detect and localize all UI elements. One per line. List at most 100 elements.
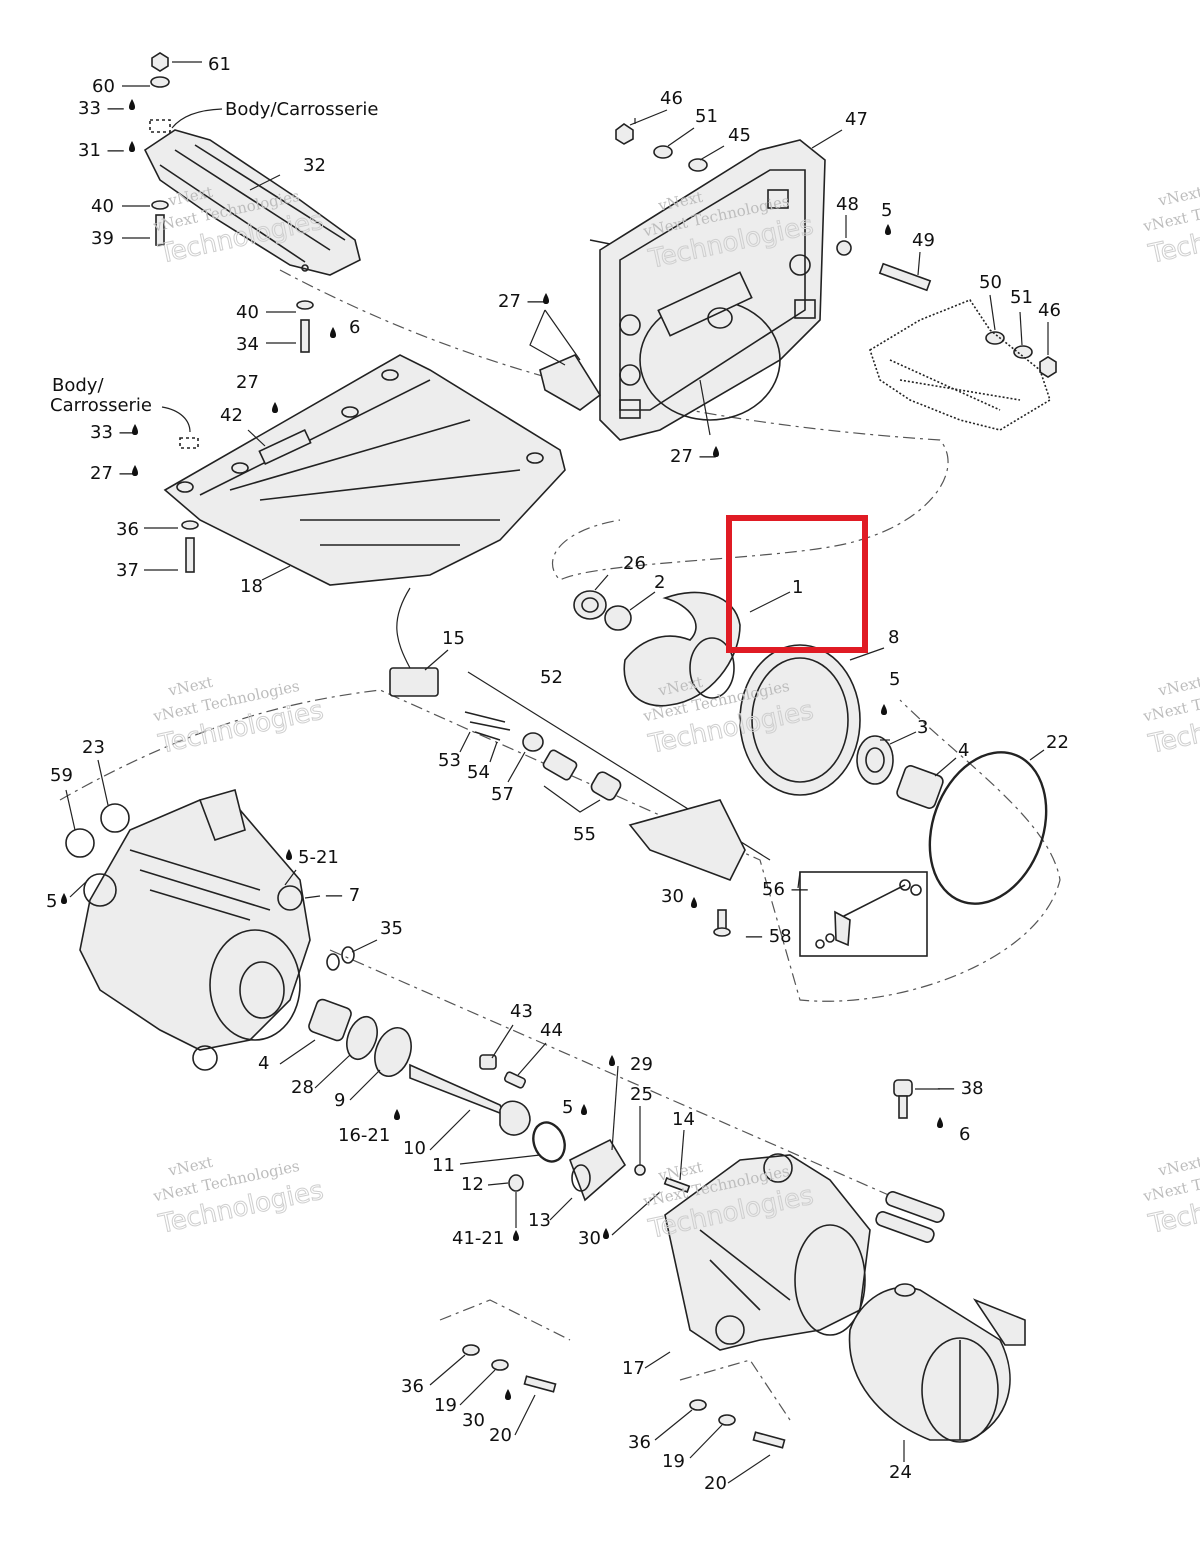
part-label-59: 59: [50, 765, 73, 786]
part-label-50: 50: [979, 272, 1002, 293]
part-label-57: 57: [491, 784, 514, 805]
part-label-4a: 4: [958, 740, 969, 761]
part-label-32: 32: [303, 155, 326, 176]
cap-13: [568, 1138, 627, 1202]
part-label-body1: Body/Carrosserie: [225, 99, 379, 120]
body-bracket-dotted: [869, 299, 1051, 431]
impeller-group: [573, 590, 1048, 905]
harness-group: [389, 587, 771, 882]
part-label-55: 55: [573, 824, 596, 845]
part-label-35: 35: [380, 918, 403, 939]
part-label-47: 47: [845, 109, 868, 130]
part-label-40b: 40: [236, 302, 259, 323]
nozzle-24: [848, 1283, 1026, 1443]
drop-icon: [881, 704, 887, 715]
hardware-stack-top: [149, 52, 314, 353]
drop-icon: [691, 897, 697, 908]
part-label-58: — 58: [745, 926, 792, 947]
part-label-39: 39: [91, 228, 114, 249]
part-label-26: 26: [623, 553, 646, 574]
part-label-28: 28: [291, 1077, 314, 1098]
hardware-ride-plate: [179, 437, 199, 573]
part-label-27d: 27 —: [670, 446, 717, 467]
part-label-52: 52: [540, 667, 563, 688]
part-label-24: 24: [889, 1462, 912, 1483]
part-label-45: 45: [728, 125, 751, 146]
part-label-49: 49: [912, 230, 935, 251]
part-label-46a: 46: [660, 88, 683, 109]
drop-icon: [581, 1104, 587, 1115]
part-label-60: 60: [92, 76, 115, 97]
part-label-27c: 27 —: [498, 291, 545, 312]
hardware-rear-plate: [615, 123, 1057, 378]
part-label-30b: 30: [578, 1228, 601, 1249]
part-label-17: 17: [622, 1358, 645, 1379]
drop-icon: [505, 1389, 511, 1400]
part-label-7: — 7: [325, 885, 360, 906]
part-label-22: 22: [1046, 732, 1069, 753]
drop-icons: [61, 99, 943, 1400]
axis-line: [329, 949, 901, 1201]
part-label-44: 44: [540, 1020, 563, 1041]
part-label-5-21: 5-21: [298, 847, 339, 868]
drop-icon: [513, 1230, 519, 1241]
rear-plate-47: [539, 139, 826, 441]
part-label-33a: 33 —: [78, 98, 125, 119]
ride-plate-18: [163, 354, 566, 586]
leader-lines: [65, 61, 1049, 1484]
drop-icon: [330, 327, 336, 338]
drop-icon: [286, 849, 292, 860]
part-label-36c: 36: [628, 1432, 651, 1453]
part-label-15: 15: [442, 628, 465, 649]
part-label-56: 56 —: [762, 879, 809, 900]
drop-icon: [132, 465, 138, 476]
part-label-20a: 20: [489, 1425, 512, 1446]
part-label-42: 42: [220, 405, 243, 426]
group-outline-lower: [439, 1299, 791, 1421]
part-label-33b: 33 —: [90, 422, 137, 443]
part-label-5c: 5: [46, 891, 57, 912]
part-label-6b: 6: [959, 1124, 970, 1145]
drop-icon: [937, 1117, 943, 1128]
part-label-37: 37: [116, 560, 139, 581]
part-label-5b: 5: [889, 669, 900, 690]
part-label-18: 18: [240, 576, 263, 597]
part-label-1: 1: [792, 577, 803, 598]
part-label-54: 54: [467, 762, 490, 783]
part-label-36b: 36: [401, 1376, 424, 1397]
part-label-43: 43: [510, 1001, 533, 1022]
part-label-41-21: 41-21: [452, 1228, 504, 1249]
drop-icon: [129, 141, 135, 152]
shaft-group: [308, 998, 566, 1192]
part-label-16-21: 16-21: [338, 1125, 390, 1146]
drop-icon: [543, 293, 549, 304]
drop-icon: [609, 1055, 615, 1066]
part-label-4b: 4: [258, 1053, 269, 1074]
part-label-19b: 19: [662, 1451, 685, 1472]
part-label-body2a: Body/: [52, 375, 104, 396]
part-label-9: 9: [334, 1090, 345, 1111]
part-label-40a: 40: [91, 196, 114, 217]
part-label-20b: 20: [704, 1473, 727, 1494]
drop-icon: [713, 446, 719, 457]
part-label-38: — 38: [937, 1078, 984, 1099]
drop-icon: [129, 99, 135, 110]
part-label-8: 8: [888, 627, 899, 648]
part-label-51b: 51: [1010, 287, 1033, 308]
o-rings-35: [326, 946, 355, 971]
part-label-5a: 5: [881, 200, 892, 221]
part-label-27a: 27: [236, 372, 259, 393]
part-label-13: 13: [528, 1210, 551, 1231]
part-label-31: 31 —: [78, 140, 125, 161]
inset-box-56: [799, 871, 928, 957]
drop-icon: [603, 1228, 609, 1239]
part-label-51a: 51: [695, 106, 718, 127]
hardware-lower: [462, 1079, 913, 1449]
drop-icon: [885, 224, 891, 235]
part-label-6a: 6: [349, 317, 360, 338]
part-label-46b: 46: [1038, 300, 1061, 321]
part-label-2: 2: [654, 572, 665, 593]
part-label-48: 48: [836, 194, 859, 215]
part-label-27b: 27 —: [90, 463, 137, 484]
